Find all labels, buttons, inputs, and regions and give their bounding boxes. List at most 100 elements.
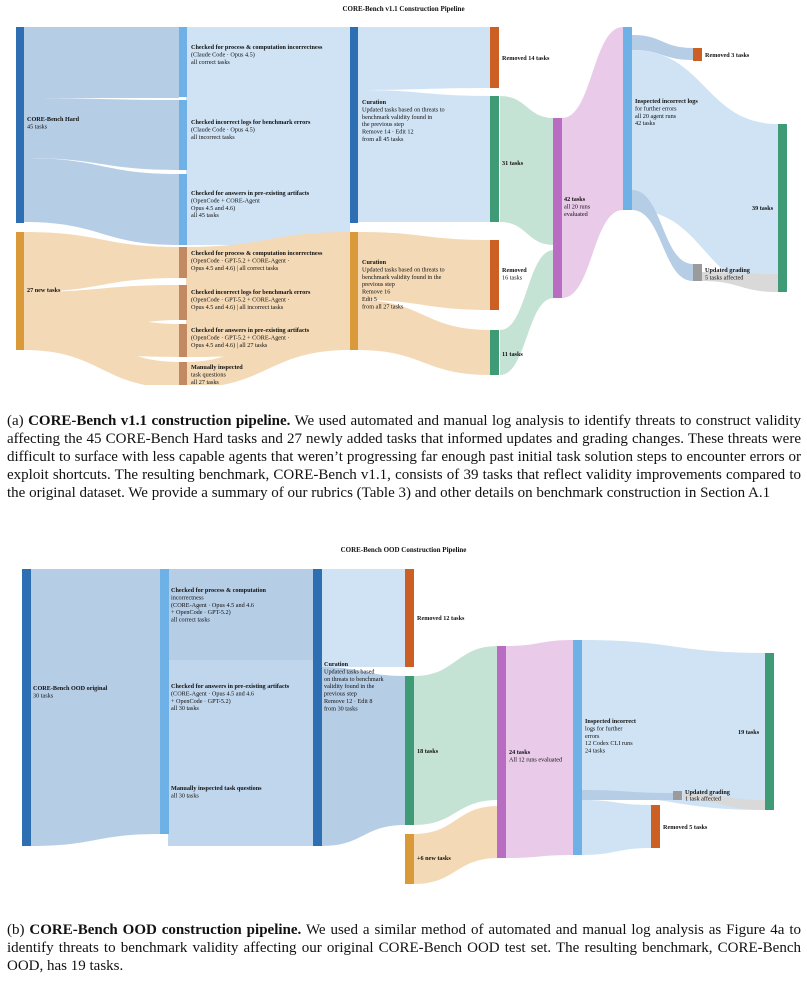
- node-19-tasks: [765, 653, 774, 810]
- caption-b: (b) CORE-Bench OOD construction pipeline…: [7, 921, 801, 975]
- link-ood-proc: [31, 569, 160, 660]
- node-curation-a: [350, 27, 358, 223]
- node-31-tasks: [490, 96, 499, 222]
- label-31-tasks: 31 tasks: [502, 160, 524, 167]
- figure-b-title: CORE-Bench OOD Construction Pipeline: [340, 546, 467, 554]
- link-hard-proc: [24, 27, 179, 98]
- node-inspected-b: [573, 640, 582, 855]
- link-manual-curation-b: [186, 300, 350, 385]
- node-removed-16: [490, 240, 499, 310]
- link-ood-manual: [31, 750, 160, 846]
- node-11-tasks: [490, 330, 499, 375]
- caption-b-label: (b): [7, 922, 25, 938]
- node-check-logs-a: [179, 100, 187, 170]
- node-check-ans-b: [179, 324, 187, 357]
- label-18-tasks: 18 tasks: [417, 748, 439, 755]
- link-grading-19: [683, 793, 765, 810]
- caption-a-text: We used automated and manual log analysi…: [7, 413, 802, 501]
- label-check-ans-b: Checked for answers in pre-existing arti…: [191, 327, 310, 349]
- node-removed-14: [490, 27, 499, 88]
- label-check-logs-a: Checked incorrect logs for benchmark err…: [191, 119, 311, 141]
- label-check-ans: Checked for answers in pre-existing arti…: [171, 683, 290, 712]
- label-11-tasks: 11 tasks: [502, 351, 523, 358]
- node-manual: [160, 750, 169, 834]
- node-27-new-tasks: [16, 232, 24, 350]
- label-check-proc-b: Checked for process & computation incorr…: [191, 250, 323, 272]
- link-curb-11: [357, 300, 490, 375]
- node-manual-b: [179, 362, 187, 385]
- node-check-proc: [160, 569, 169, 660]
- link-checks-curation: [168, 569, 314, 846]
- node-updated-grading-a: [693, 264, 702, 281]
- node-check-logs-b: [179, 285, 187, 320]
- link-cura-rem14: [357, 27, 490, 90]
- link-insp-39: [632, 50, 778, 292]
- label-removed-3: Removed 3 tasks: [705, 52, 750, 59]
- link-cura-31: [357, 90, 490, 222]
- node-18-tasks: [405, 676, 414, 825]
- link-insp-grading: [632, 190, 693, 281]
- link-42-insp: [562, 27, 623, 298]
- node-check-proc-a: [179, 27, 187, 97]
- label-check-proc-a: Checked for process & computation incorr…: [191, 44, 323, 66]
- figure-a-title: CORE-Bench v1.1 Construction Pipeline: [342, 5, 465, 13]
- node-check-proc-b: [179, 247, 187, 278]
- link-24-insp: [506, 640, 573, 858]
- node-ood-original: [22, 569, 31, 846]
- node-updated-grading-b: [673, 791, 682, 800]
- link-31-42: [500, 96, 554, 245]
- link-insp-19: [582, 640, 765, 810]
- link-grading-39: [702, 272, 778, 292]
- node-removed-3: [693, 48, 702, 61]
- caption-a-bold: CORE-Bench v1.1 construction pipeline.: [28, 413, 291, 429]
- label-27-new: 27 new tasks: [27, 287, 61, 294]
- label-removed-14: Removed 14 tasks: [502, 55, 550, 62]
- node-24-tasks: [497, 646, 506, 858]
- node-new-6: [405, 834, 414, 884]
- node-removed-5: [651, 805, 660, 848]
- label-39-tasks: 39 tasks: [752, 205, 774, 212]
- link-new-proc: [24, 232, 179, 292]
- node-inspected-a: [623, 27, 632, 210]
- link-18-24: [414, 646, 498, 825]
- node-check-ans: [160, 660, 169, 750]
- link-cur-18: [322, 667, 405, 846]
- caption-b-text: We used a similar method of automated an…: [7, 922, 801, 974]
- link-new6-24: [414, 806, 498, 884]
- link-hard-logs: [24, 98, 179, 170]
- caption-a: (a) CORE-Bench v1.1 construction pipelin…: [7, 412, 801, 502]
- node-curation-b: [350, 232, 358, 350]
- link-insp-rem5: [582, 800, 651, 855]
- link-insp-rem3: [632, 35, 693, 60]
- node-corebench-hard: [16, 27, 24, 223]
- label-removed-5: Removed 5 tasks: [663, 824, 708, 831]
- node-check-ans-a: [179, 174, 187, 245]
- caption-b-bold: CORE-Bench OOD construction pipeline.: [29, 922, 302, 938]
- link-hard-ans: [24, 158, 179, 245]
- label-new-6: +6 new tasks: [417, 855, 451, 862]
- caption-a-label: (a): [7, 413, 24, 429]
- label-check-ans-a: Checked for answers in pre-existing arti…: [191, 190, 310, 219]
- link-checks-curation-shade: [168, 660, 314, 846]
- link-insp-grading-b: [582, 790, 673, 800]
- node-42-tasks: [553, 118, 562, 298]
- node-removed-12: [405, 569, 414, 667]
- node-curation: [313, 569, 322, 846]
- link-cur-rem12: [322, 569, 405, 667]
